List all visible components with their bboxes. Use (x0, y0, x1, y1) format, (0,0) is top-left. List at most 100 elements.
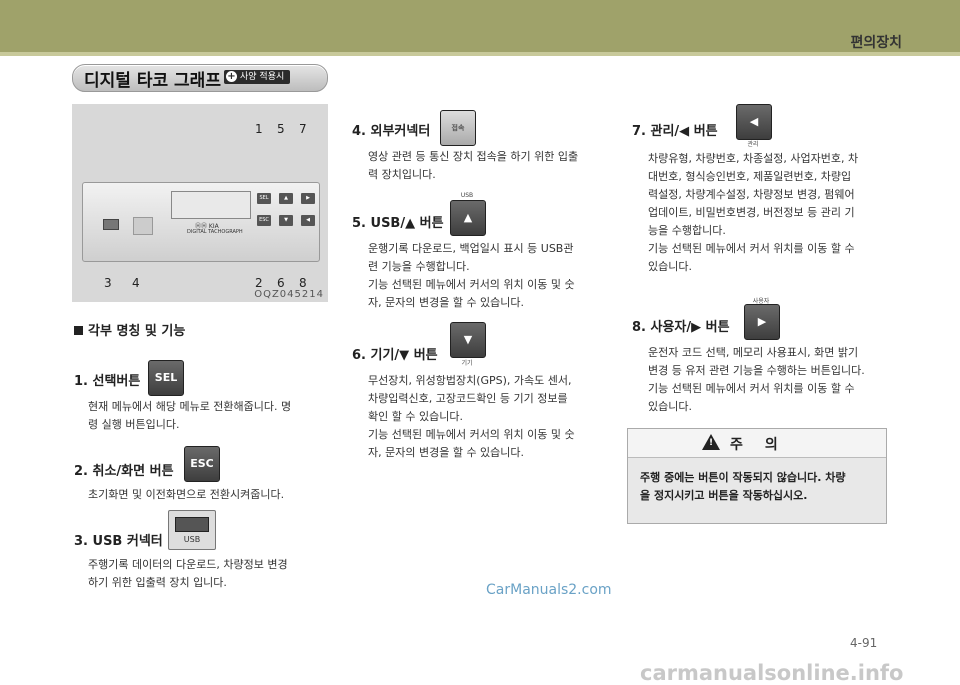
item-2-line: 초기화면 및 이전화면으로 전환시켜줍니다. (88, 488, 285, 501)
item-5-line: 기능 선택된 메뉴에서 커서의 위치 이동 및 숫 (368, 278, 575, 291)
tachograph-device: ⒽⒽ KIA DIGITAL TACHOGRAPH SEL ▲ ▶ ESC ▼ … (82, 182, 320, 262)
item-8-line: 기능 선택된 메뉴에서 커서 위치를 이동 할 수 (648, 382, 855, 395)
item-8-body: 운전자 코드 선택, 메모리 사용표시, 화면 밝기 변경 등 유저 관련 기능… (648, 344, 865, 416)
item-7-body: 차량유형, 차량번호, 차종설정, 사업자번호, 차 대번호, 형식승인번호, … (648, 150, 858, 276)
down-arrow-key-icon: ▼ (450, 322, 486, 358)
device-usb-port (103, 219, 119, 230)
device-display (171, 191, 251, 219)
item-8-line: 있습니다. (648, 400, 692, 413)
usb-key-label: USB (460, 192, 474, 199)
device-btn-right: ▶ (301, 193, 315, 204)
item-7-line: 능을 수행합니다. (648, 224, 726, 237)
callout-1: 1 (255, 122, 263, 136)
square-bullet-icon (74, 326, 83, 335)
plus-icon: + (226, 71, 237, 82)
callout-5: 5 (277, 122, 285, 136)
caution-title: 주의 (730, 437, 800, 453)
caution-text: 주행 중에는 버튼이 작동되지 않습니다. 차량 을 정지시키고 버튼을 작동하… (640, 469, 878, 505)
item-8-line: 운전자 코드 선택, 메모리 사용표시, 화면 밝기 (648, 346, 859, 359)
watermark-link[interactable]: CarManuals2.com (486, 582, 612, 598)
left-arrow-key-icon: ◀ (736, 104, 772, 140)
external-connector-icon: 접속 (440, 110, 476, 146)
item-3-line: 하기 위한 입출력 장치 입니다. (88, 576, 227, 589)
item-7-line: 력설정, 차량계수설정, 차량정보 변경, 펌웨어 (648, 188, 855, 201)
section-label: 편의장치 (850, 35, 902, 51)
device-label: DIGITAL TACHOGRAPH (187, 229, 243, 235)
device-btn-down: ▼ (279, 215, 293, 226)
item-7-line: 대번호, 형식승인번호, 제품일련번호, 차량입 (648, 170, 852, 183)
callout-8: 8 (299, 276, 307, 290)
item-7-line: 차량유형, 차량번호, 차종설정, 사업자번호, 차 (648, 152, 859, 165)
header-bar (0, 0, 960, 52)
item-3-line: 주행기록 데이터의 다운로드, 차량정보 변경 (88, 558, 288, 571)
item-5-line: 운행기록 다운로드, 백업일시 표시 등 USB관 (368, 242, 574, 255)
item-7-line: 업데이트, 비밀번호변경, 버전정보 등 관리 기 (648, 206, 855, 219)
page-title: 디지털 타코 그래프 (84, 71, 221, 91)
sel-key-icon: SEL (148, 360, 184, 396)
item-8-title: 8. 사용자/▶ 버튼 (632, 320, 730, 335)
usb-slot (175, 517, 209, 532)
esc-key-icon: ESC (184, 446, 220, 482)
item-7-line: 있습니다. (648, 260, 692, 273)
item-6-line: 기능 선택된 메뉴에서 커서의 위치 이동 및 숫 (368, 428, 575, 441)
item-2-title: 2. 취소/화면 버튼 (74, 464, 174, 479)
item-8-line: 변경 등 유저 관련 기능을 수행하는 버튼입니다. (648, 364, 865, 377)
figure-code: OQZ045214 (254, 289, 324, 300)
item-6-body: 무선장치, 위성항법장치(GPS), 가속도 센서, 차량입력신호, 고장코드확… (368, 372, 575, 462)
device-btn-esc: ESC (257, 215, 271, 226)
device-btn-sel: SEL (257, 193, 271, 204)
manage-key-label: 관리 (747, 141, 759, 148)
item-6-line: 차량입력신호, 고장코드확인 등 기기 정보를 (368, 392, 568, 405)
section-heading: 각부 명칭 및 기능 (74, 320, 185, 339)
header-divider (0, 52, 960, 56)
device-btn-up: ▲ (279, 193, 293, 204)
item-5-title: 5. USB/▲ 버튼 (352, 216, 444, 231)
up-arrow-key-icon: ▲ (450, 200, 486, 236)
usb-label: USB (183, 535, 201, 544)
callout-2: 2 (255, 276, 263, 290)
footer-watermark: carmanualsonline.info (640, 661, 904, 685)
user-key-label: 사용자 (752, 298, 770, 305)
item-3-title: 3. USB 커넥터 (74, 534, 163, 549)
item-1-line: 령 실행 버튼입니다. (88, 418, 180, 431)
warning-icon-glyph: ! (709, 438, 714, 448)
item-2-body: 초기화면 및 이전화면으로 전환시켜줍니다. (88, 486, 284, 504)
item-6-title: 6. 기기/▼ 버튼 (352, 348, 438, 363)
item-4-line: 영상 관련 등 통신 장치 접속을 하기 위한 입출 (368, 150, 579, 163)
device-key-label: 기기 (461, 360, 473, 367)
item-4-title: 4. 외부커넥터 (352, 124, 431, 139)
device-logo: ⒽⒽ KIA (195, 223, 219, 230)
item-6-line: 자, 문자의 변경을 할 수 있습니다. (368, 446, 525, 459)
caution-header: ! 주의 (628, 429, 886, 458)
item-6-line: 확인 할 수 있습니다. (368, 410, 463, 423)
right-arrow-key-icon: ▶ (744, 304, 780, 340)
item-3-body: 주행기록 데이터의 다운로드, 차량정보 변경 하기 위한 입출력 장치 입니다… (88, 556, 288, 592)
item-7-line: 기능 선택된 메뉴에서 커서 위치를 이동 할 수 (648, 242, 855, 255)
device-btn-left: ◀ (301, 215, 315, 226)
callout-4: 4 (132, 276, 140, 290)
option-badge-label: 사양 적용시 (240, 72, 285, 82)
tachograph-figure: 1 5 7 ⒽⒽ KIA DIGITAL TACHOGRAPH SEL ▲ ▶ … (72, 104, 328, 302)
item-6-line: 무선장치, 위성항법장치(GPS), 가속도 센서, (368, 374, 572, 387)
item-5-line: 련 기능을 수행합니다. (368, 260, 470, 273)
item-7-title: 7. 관리/◀ 버튼 (632, 124, 718, 139)
item-1-body: 현재 메뉴에서 해당 메뉴로 전환해줍니다. 명 령 실행 버튼입니다. (88, 398, 291, 434)
option-badge: +사양 적용시 (224, 70, 291, 84)
item-5-line: 자, 문자의 변경을 할 수 있습니다. (368, 296, 525, 309)
callout-6: 6 (277, 276, 285, 290)
callout-3: 3 (104, 276, 112, 290)
warning-icon: ! (702, 434, 720, 450)
caution-line: 을 정지시키고 버튼을 작동하십시오. (640, 489, 808, 502)
caution-line: 주행 중에는 버튼이 작동되지 않습니다. 차량 (640, 471, 846, 484)
usb-connector-icon: USB (168, 510, 216, 550)
item-4-line: 력 장치입니다. (368, 168, 436, 181)
caution-box: ! 주의 주행 중에는 버튼이 작동되지 않습니다. 차량 을 정지시키고 버튼… (627, 428, 887, 524)
device-external-connector (133, 217, 153, 235)
item-1-line: 현재 메뉴에서 해당 메뉴로 전환해줍니다. 명 (88, 400, 292, 413)
item-4-body: 영상 관련 등 통신 장치 접속을 하기 위한 입출 력 장치입니다. (368, 148, 578, 184)
item-1-title: 1. 선택버튼 (74, 374, 141, 389)
page-number: 4-91 (850, 636, 878, 650)
callout-7: 7 (299, 122, 307, 136)
item-5-body: 운행기록 다운로드, 백업일시 표시 등 USB관 련 기능을 수행합니다. 기… (368, 240, 575, 312)
section-heading-text: 각부 명칭 및 기능 (88, 324, 186, 339)
